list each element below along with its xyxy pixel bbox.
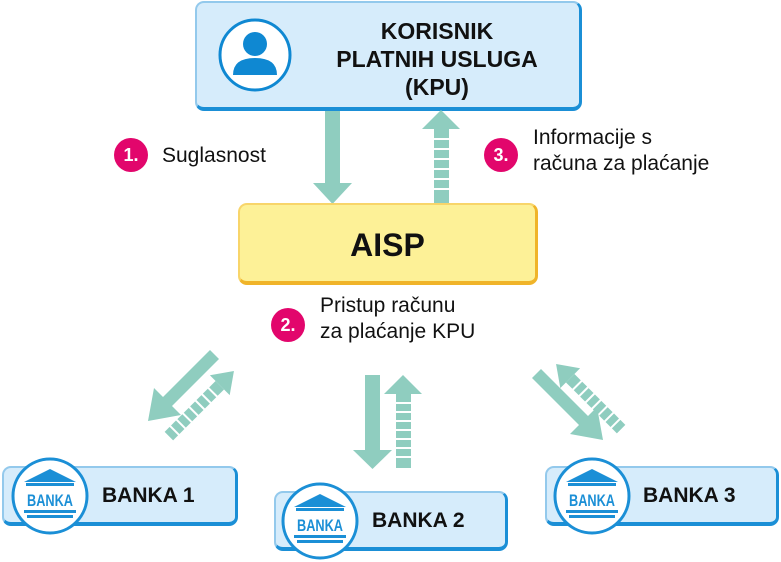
step-3-line2: računa za plaćanje: [533, 152, 710, 175]
aisp-box: AISP: [238, 203, 538, 285]
bank-icon: BANKA: [553, 457, 631, 535]
step-1-line1: Suglasnost: [162, 144, 266, 167]
step-1-text: Suglasnost: [162, 143, 266, 169]
bank-icon: BANKA: [281, 482, 359, 560]
bank-2-label: BANKA 2: [372, 509, 465, 532]
bank1-arrow-dashed: [164, 371, 234, 441]
aisp-title: AISP: [350, 227, 425, 263]
step-2-badge: 2.: [271, 308, 305, 342]
step-3-line1: Informacije s: [533, 126, 653, 149]
bank3-arrow-dashed: [556, 364, 626, 434]
kpu-title-line3: (KPU): [405, 74, 469, 100]
bank-1-label: BANKA 1: [102, 484, 195, 507]
bank2-arrow-solid: [353, 375, 392, 469]
kpu-box: KORISNIK PLATNIH USLUGA (KPU): [195, 1, 582, 111]
step-2-line1: Pristup računu: [320, 294, 456, 317]
user-icon: [218, 18, 292, 92]
bank-icon-text: BANKA: [297, 516, 343, 535]
bank-3-label: BANKA 3: [643, 484, 736, 507]
bank1-arrow-solid: [148, 350, 219, 421]
bank-icon-text: BANKA: [569, 491, 615, 510]
bank2-arrow-dashed: [384, 375, 422, 468]
step-3-badge: 3.: [484, 138, 518, 172]
kpu-title-line1: KORISNIK: [380, 18, 494, 44]
bank3-arrow-solid: [532, 369, 603, 440]
consent-arrow-down: [313, 111, 352, 204]
step-1-badge: 1.: [114, 138, 148, 172]
kpu-title: KORISNIK PLATNIH USLUGA (KPU): [292, 17, 582, 101]
bank-icon-text: BANKA: [27, 491, 73, 510]
step-3-text: Informacije s računa za plaćanje: [533, 125, 709, 177]
step-2-text: Pristup računu za plaćanje KPU: [320, 293, 475, 345]
bank-icon: BANKA: [11, 457, 89, 535]
info-arrow-up: [422, 110, 460, 204]
step-2-line2: za plaćanje KPU: [320, 320, 476, 343]
kpu-title-line2: PLATNIH USLUGA: [336, 46, 538, 72]
